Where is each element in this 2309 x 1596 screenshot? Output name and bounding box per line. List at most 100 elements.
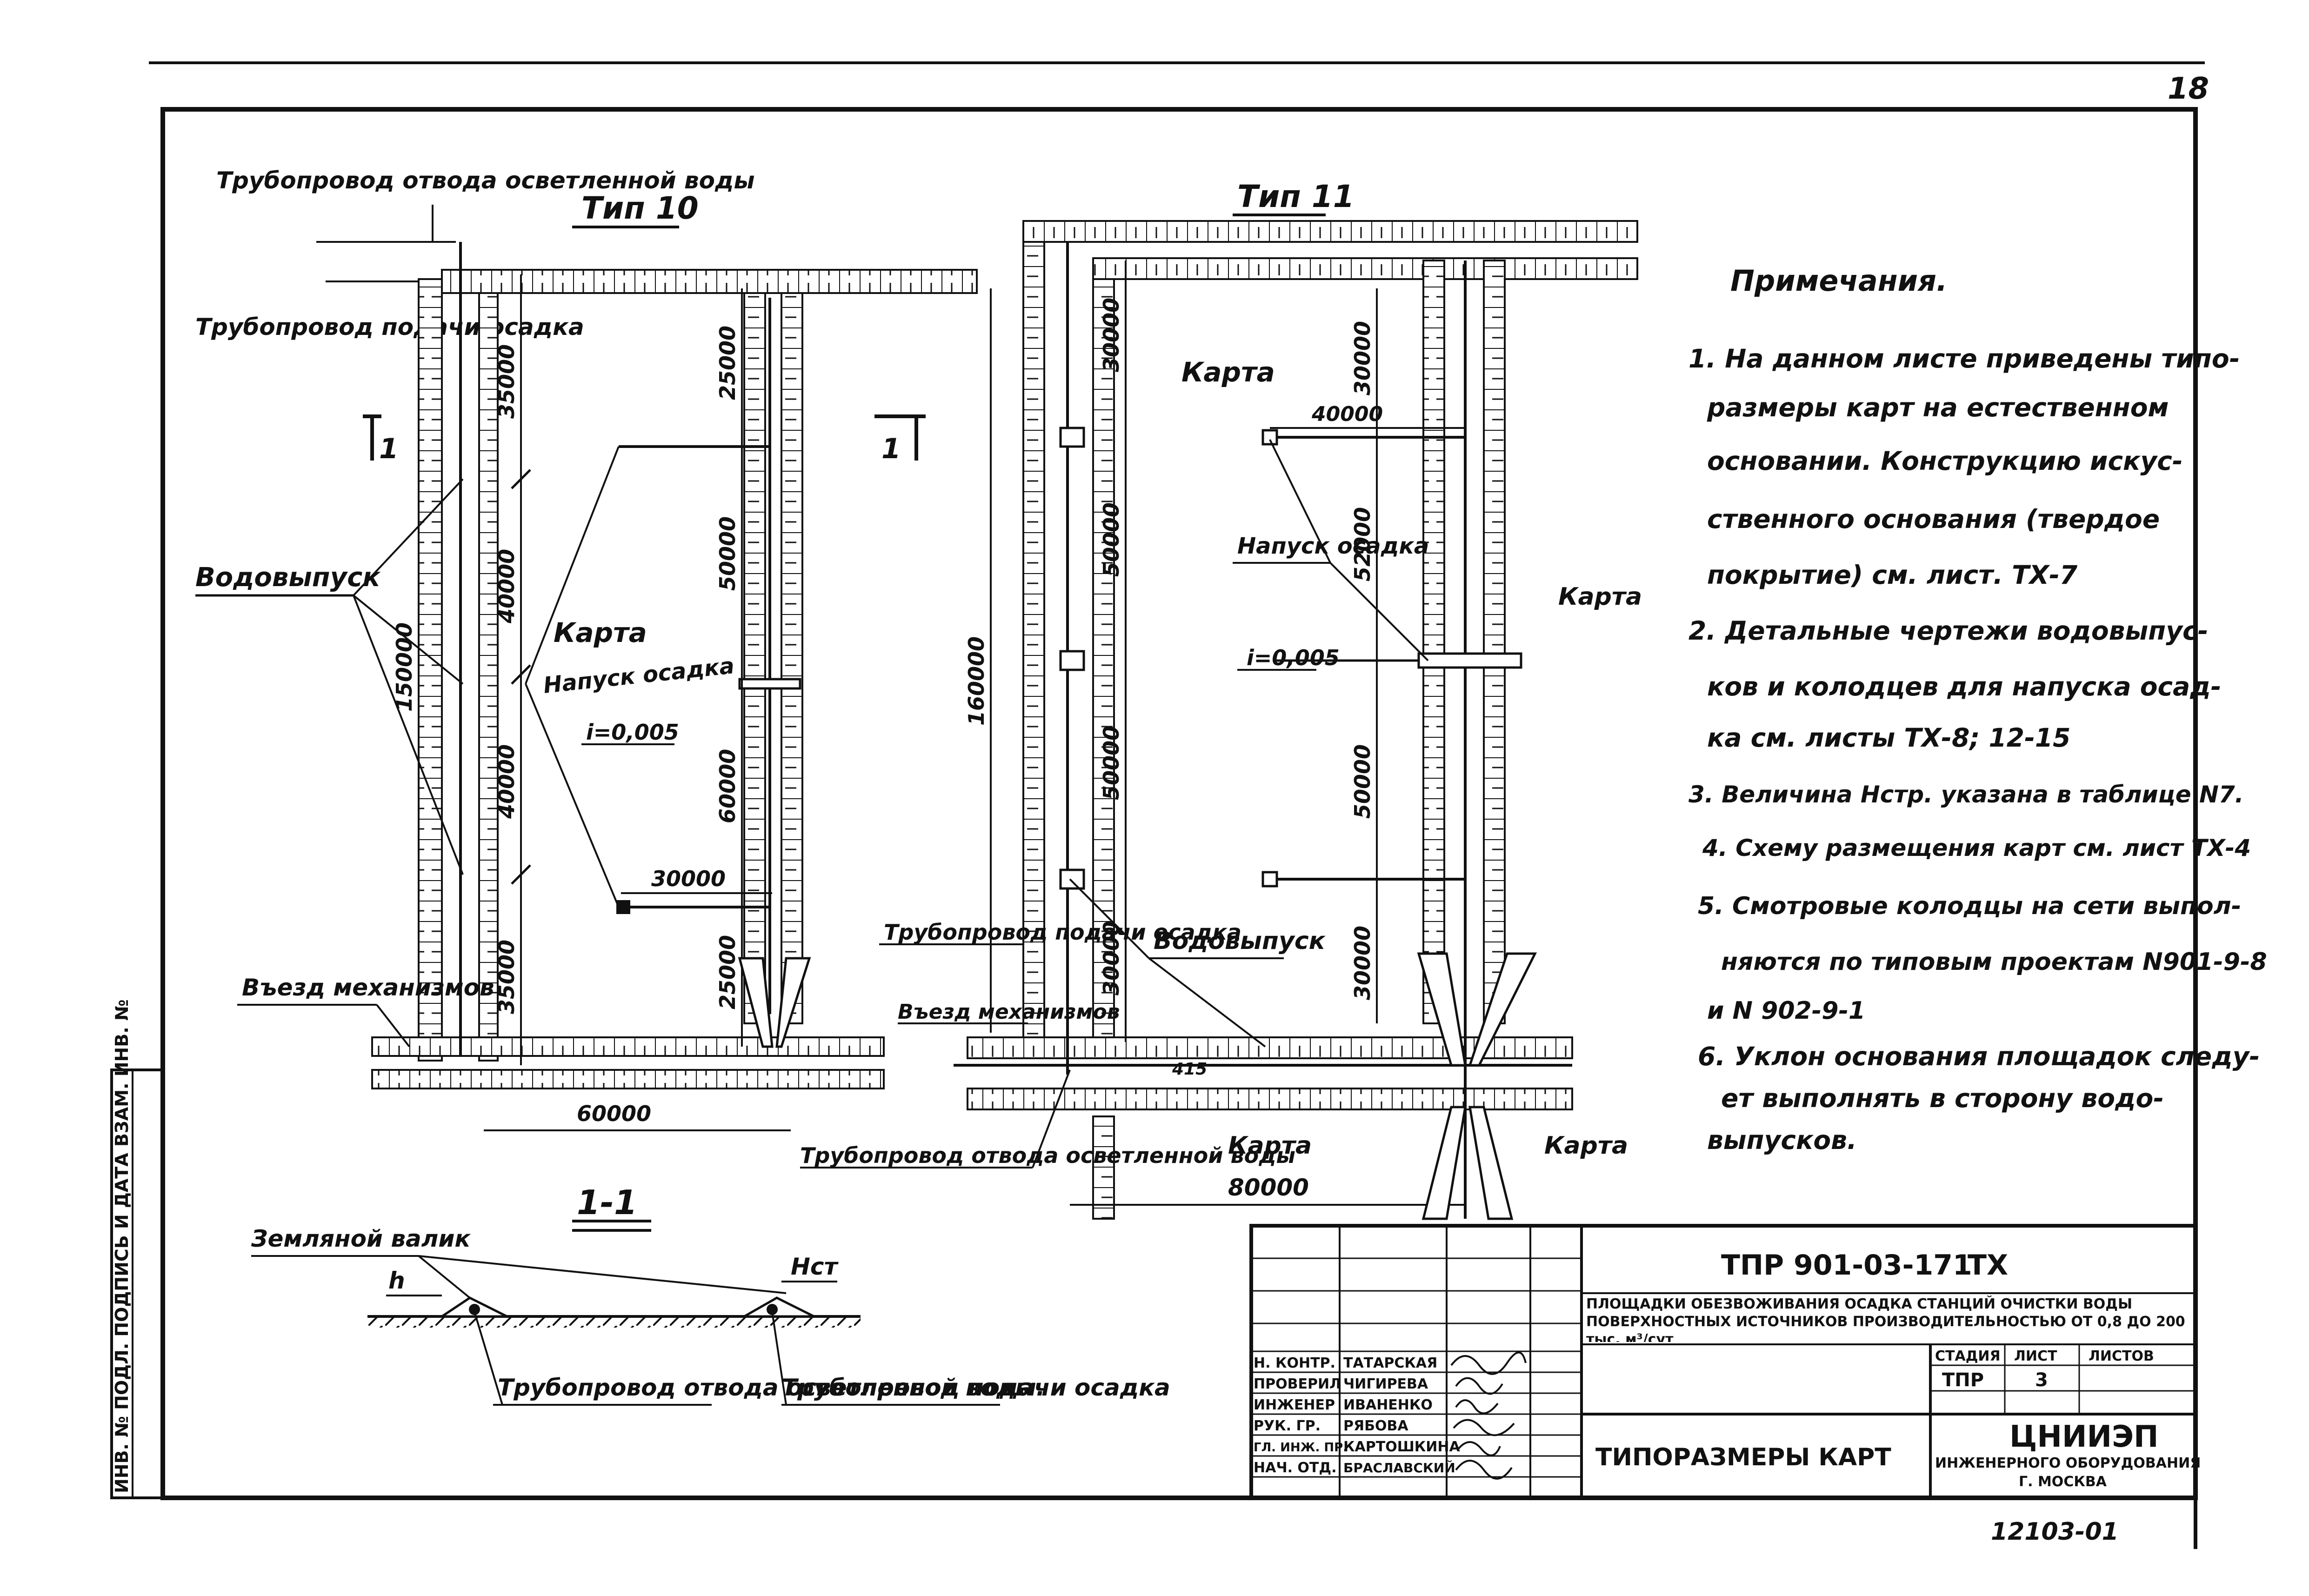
type11-dim-50000c: 50000 — [1350, 744, 1375, 819]
signer-role: Н. КОНТР. — [1254, 1355, 1335, 1371]
section-h: h — [388, 1267, 405, 1294]
type11-pipe-sludge-feed-label: Трубопровод подачи осадка — [879, 920, 1241, 945]
svg-text:Напуск осадка: Напуск осадка — [542, 653, 735, 699]
type11-wall-center-left — [1422, 260, 1445, 1024]
notes-title: Примечания. — [1730, 264, 1947, 298]
title-block: ТПР 901-03-171 ТХ ПЛОЩАДКИ ОБЕЗВОЖИВАНИЯ… — [1249, 1224, 2201, 1500]
signer-name: ТАТАРСКАЯ — [1343, 1355, 1437, 1371]
note-line: 1. На данном листе приведены типо- — [1688, 344, 2240, 374]
note-line: покрытие) см. лист. ТХ-7 — [1707, 560, 2078, 590]
type10-wall-mid — [743, 292, 766, 1024]
type11-karta-label-top: Карта — [1181, 356, 1275, 388]
section-mark-left: 1 — [363, 414, 399, 465]
type10-dim-25000b: 25000 — [715, 935, 740, 1009]
type11-dim-160000: 160000 — [964, 636, 989, 726]
type10-pipe-sludge-feed-label: Трубопровод подачи осадка — [195, 280, 584, 341]
type10-wall-right — [781, 292, 803, 1024]
type10-road-bottom — [371, 1069, 885, 1089]
type10-slope: i=0,005 — [581, 720, 679, 745]
svg-text:Трубопровод отвода осветленной: Трубопровод отвода осветленной воды — [216, 167, 755, 194]
note-line: основании. Конструкцию искус- — [1707, 446, 2183, 476]
svg-text:Трубопровод подачи осадка: Трубопровод подачи осадка — [884, 920, 1241, 945]
svg-text:30000: 30000 — [651, 866, 726, 891]
tb-org-city: Г. МОСКВА — [2019, 1474, 2107, 1490]
section-earth-bank: Земляной валик — [251, 1225, 471, 1252]
svg-text:Водовыпуск: Водовыпуск — [1154, 927, 1326, 955]
type11-karta-label-bottom: Карта — [1228, 1132, 1312, 1160]
type10-wall-left — [418, 278, 443, 1062]
section-title: 1-1 — [577, 1183, 637, 1222]
tb-stage: ТПР — [1942, 1369, 1984, 1391]
note-line: и N 902-9-1 — [1707, 997, 1865, 1025]
type10-plan: Тип 10 Трубопровод отвода осветленной во… — [195, 167, 978, 1131]
type10-drain-wedge — [738, 957, 811, 1048]
signer-role: ГЛ. ИНЖ. ПР. — [1254, 1441, 1348, 1455]
type10-wall-top — [441, 269, 978, 294]
tb-code: ТПР 901-03-171 — [1721, 1249, 1972, 1282]
svg-text:60000: 60000 — [577, 1101, 651, 1126]
type11-wall-left-outer — [1022, 241, 1045, 1052]
type11-dim-30000d: 30000 — [1350, 926, 1375, 1000]
signer-role: ИНЖЕНЕР — [1254, 1397, 1335, 1413]
section-1-1: 1-1 Земляной валик h Hст Трубопровод отв… — [251, 1183, 1170, 1406]
svg-text:Напуск осадка: Напуск осадка — [1237, 533, 1429, 559]
signer-name: БРАСЛАВСКИЙ — [1343, 1460, 1455, 1476]
type10-dim-50000: 50000 — [715, 516, 740, 591]
type11-title: Тип 11 — [1237, 179, 1355, 214]
type10-vehicle-entry: Въезд механизмов — [237, 974, 494, 1048]
tb-stage-hdr: СТАДИЯ — [1935, 1348, 2001, 1364]
type11-pipe-clear-water-label: Трубопровод отвода осветленной воды — [800, 1069, 1295, 1169]
signature-marks — [1450, 1351, 1527, 1480]
type10-pipe-clear-water-label: Трубопровод отвода осветленной воды — [216, 167, 755, 243]
svg-text:Карта: Карта — [1181, 356, 1275, 388]
type11-dim-80000: 80000 — [1228, 1174, 1309, 1201]
signer-role: ПРОВЕРИЛ — [1254, 1376, 1341, 1392]
svg-text:Въезд механизмов: Въезд механизмов — [242, 974, 494, 1001]
type10-road-top — [371, 1036, 885, 1057]
note-line: ет выполнять в сторону водо- — [1721, 1083, 2164, 1113]
tb-mark: ТХ — [1968, 1249, 2008, 1282]
note-line: 6. Уклон основания площадок следу- — [1698, 1042, 2260, 1071]
svg-text:1: 1 — [881, 433, 901, 465]
type11-wall-lower-left — [1092, 1115, 1115, 1220]
inv-number: 12103-01 — [1991, 1518, 2119, 1546]
section-mark-right: 1 — [874, 414, 926, 465]
notes: Примечания. 1. На данном листе приведены… — [1688, 264, 2267, 1155]
type11-dim-52000: 52000 — [1350, 507, 1375, 581]
type11-karta-label-right: Карта — [1558, 583, 1642, 611]
type10-title: Тип 10 — [581, 190, 699, 226]
type10-dim-40000b: 40000 — [494, 744, 519, 819]
note-line: ственного основания (твердое — [1707, 504, 2160, 534]
tb-sheets-hdr: ЛИСТОВ — [2089, 1348, 2154, 1364]
type11-dim-50000a: 50000 — [1099, 502, 1124, 577]
type10-dim-150000: 150000 — [392, 622, 417, 712]
svg-text:Водовыпуск: Водовыпуск — [195, 562, 381, 593]
type11-sludge-inlet-label: Напуск осадка — [1233, 439, 1429, 661]
type10-dim-35000b: 35000 — [494, 940, 519, 1014]
svg-text:Въезд механизмов: Въезд механизмов — [898, 1000, 1120, 1024]
signer-name: КАРТОШКИНА — [1343, 1439, 1460, 1455]
note-line: няются по типовым проектам N901-9-8 — [1721, 948, 2267, 976]
note-line: 5. Смотровые колодцы на сети выпол- — [1698, 892, 2241, 920]
type10-dim-30000: 30000 — [621, 866, 772, 894]
type10-dim-35000a: 35000 — [494, 344, 519, 419]
tb-sheet-title: ТИПОРАЗМЕРЫ КАРТ — [1595, 1443, 1891, 1471]
type11-dim-30000b: 30000 — [1099, 921, 1124, 995]
svg-text:i=0,005: i=0,005 — [586, 720, 679, 745]
note-line: ков и колодцев для напуска осад- — [1707, 672, 2221, 701]
note-line: размеры карт на естественном — [1707, 393, 2169, 422]
type11-wall-top-inner — [1092, 257, 1638, 280]
type10-sludge-inlet-label: Напуск осадка — [525, 446, 735, 908]
svg-text:i=0,005: i=0,005 — [1247, 645, 1340, 670]
type11-dim-40000: 40000 — [1311, 402, 1383, 426]
left-stamp: ИНВ. № ПОДЛ. ПОДПИСЬ И ДАТА ВЗАМ. ИНВ. № — [110, 999, 164, 1499]
left-stamp-text: ИНВ. № ПОДЛ. ПОДПИСЬ И ДАТА ВЗАМ. ИНВ. № — [112, 999, 132, 1493]
note-line: ка см. листы ТХ-8; 12-15 — [1707, 723, 2070, 753]
type11-dim-30000c: 30000 — [1350, 321, 1375, 395]
tb-org-name: ЦНИИЭП — [2009, 1420, 2159, 1454]
type11-plan: Тип 11 Карта Карта Карта Карта Напуск ос… — [800, 179, 1642, 1220]
type10-dim-60000h: 60000 — [484, 1101, 791, 1131]
type11-drain-wedges — [1417, 952, 1537, 1220]
type10-dim-left-chain — [511, 274, 531, 1065]
signer-role: РУК. ГР. — [1254, 1418, 1321, 1434]
